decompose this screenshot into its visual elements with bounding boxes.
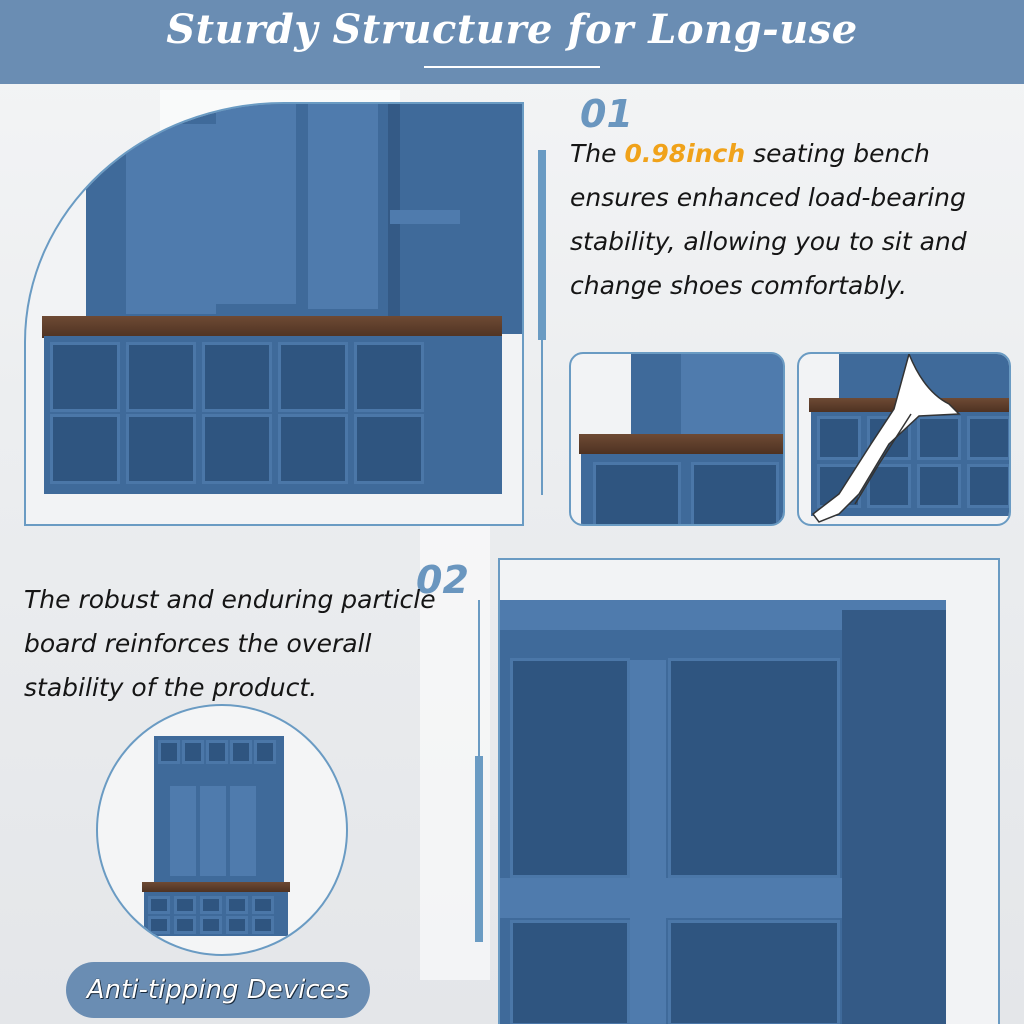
cubby: [917, 464, 961, 508]
cubby: [200, 916, 222, 934]
cabinet-side: [842, 610, 946, 1024]
cubby: [148, 896, 170, 914]
cubby: [354, 342, 424, 412]
cubby: [50, 342, 120, 412]
door-panel: [308, 104, 378, 309]
door-panel: [126, 124, 216, 314]
bench-detail-image: [569, 352, 785, 526]
cubby: [967, 416, 1009, 460]
cubby: [510, 920, 630, 1024]
cubby: [252, 896, 274, 914]
door-panel: [216, 104, 296, 304]
cubby: [174, 916, 196, 934]
cubby: [226, 916, 248, 934]
accent-bar: [475, 756, 483, 942]
accent-line: [478, 600, 480, 756]
cubby: [278, 414, 348, 484]
section2-number: 02: [416, 558, 469, 602]
cubby: [200, 896, 222, 914]
section1-text-after: seating bench ensures enhanced load-bear…: [570, 139, 967, 300]
title-underline: [424, 66, 600, 68]
cubby: [917, 416, 961, 460]
cubby: [202, 342, 272, 412]
cubby: [510, 658, 630, 878]
page-title: Sturdy Structure for Long-use: [166, 6, 858, 53]
accent-line: [541, 340, 543, 495]
cubby: [174, 896, 196, 914]
section1-text-before: The: [570, 139, 625, 168]
cubby: [182, 740, 204, 764]
cubby: [254, 740, 276, 764]
bench-top: [42, 316, 502, 338]
cubby: [50, 414, 120, 484]
person-sitting-image: [797, 352, 1011, 526]
cubby: [206, 740, 228, 764]
section2-text: The robust and enduring particle board r…: [24, 585, 436, 702]
cubby: [126, 414, 196, 484]
cubby: [202, 414, 272, 484]
cubby: [593, 462, 681, 524]
bench-top: [142, 882, 290, 892]
cubby: [668, 920, 840, 1024]
cubby: [967, 464, 1009, 508]
thickness-highlight: 0.98inch: [624, 139, 746, 168]
cubby: [252, 916, 274, 934]
cubby: [278, 342, 348, 412]
anti-tipping-badge: Anti-tipping Devices: [66, 962, 370, 1018]
side-shelf: [390, 210, 460, 224]
cubby: [817, 416, 861, 460]
door-panel: [230, 786, 256, 876]
vertical-divider: [630, 660, 666, 1024]
cubby-base: [44, 336, 502, 494]
person-sketch-icon: [811, 354, 961, 523]
horizontal-shelf: [500, 878, 842, 918]
door-panel: [681, 354, 783, 434]
cubby: [230, 740, 252, 764]
accent-bar: [538, 150, 546, 340]
cubby: [691, 462, 779, 524]
door-panel: [170, 786, 196, 876]
section1-text: The 0.98inch seating bench ensures enhan…: [570, 132, 1010, 308]
section1-number: 01: [580, 92, 633, 136]
cubby: [668, 658, 840, 878]
bench-closeup-image: [24, 102, 524, 526]
hall-tree-product-image: [96, 704, 348, 956]
cubby: [158, 740, 180, 764]
cubby: [226, 896, 248, 914]
particle-board-closeup-image: [498, 558, 1000, 1024]
header-banner: Sturdy Structure for Long-use: [0, 0, 1024, 84]
cubby: [354, 414, 424, 484]
bench-top: [579, 434, 783, 454]
cubby: [126, 342, 196, 412]
cubby: [148, 916, 170, 934]
door-panel: [200, 786, 226, 876]
